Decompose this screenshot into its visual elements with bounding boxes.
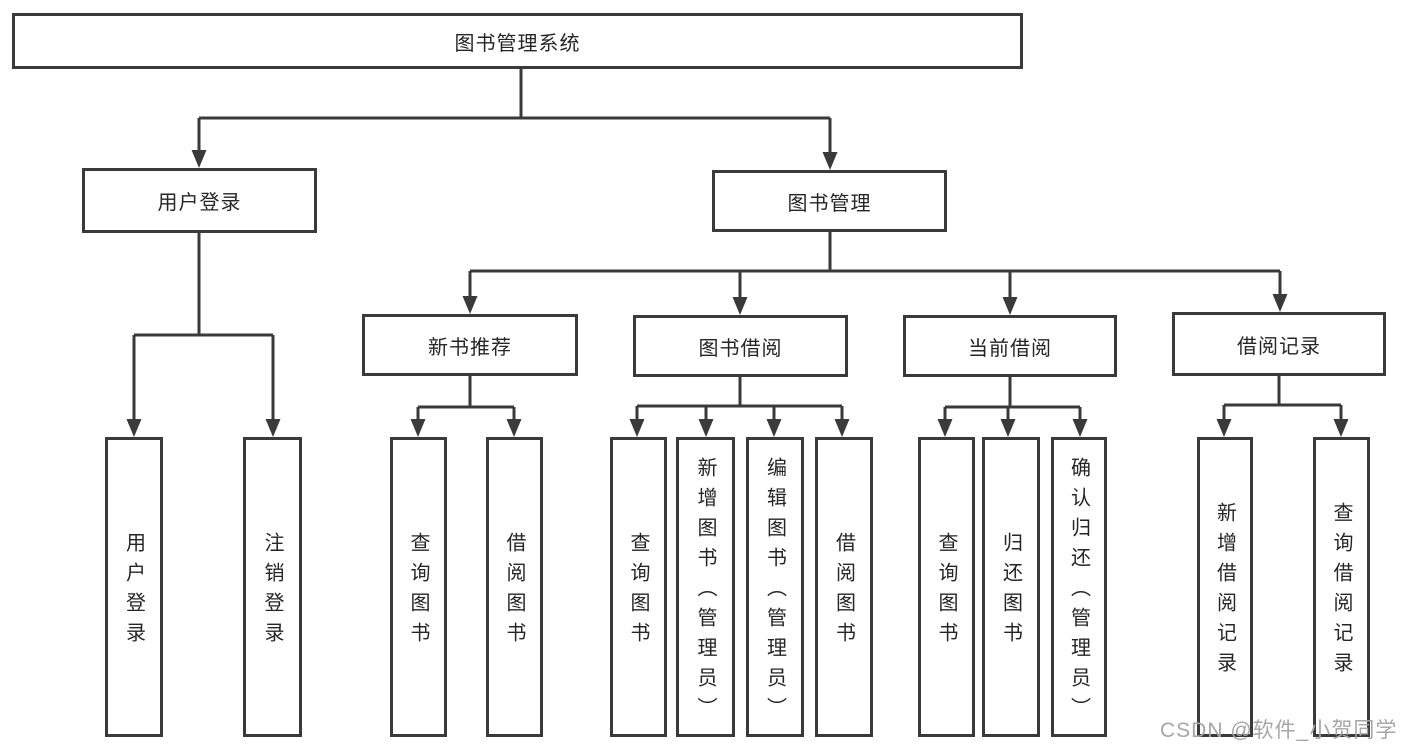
leaf-query-books-recommend: 查询图书 (390, 437, 447, 737)
node-current-borrowing: 当前借阅 (903, 315, 1117, 377)
leaf-add-borrow-record: 新增借阅记录 (1197, 437, 1253, 737)
leaf-return-book-label: 归还图书 (999, 532, 1022, 652)
leaf-edit-book-admin: 编辑图书（管理员） (746, 437, 804, 737)
leaf-add-book-admin-label: 新增图书（管理员） (694, 457, 716, 727)
leaf-query-borrow-record-label: 查询借阅记录 (1330, 502, 1352, 682)
leaf-query-books-current: 查询图书 (918, 437, 975, 737)
leaf-edit-book-admin-label: 编辑图书（管理员） (763, 457, 786, 727)
leaf-query-borrow-record: 查询借阅记录 (1313, 437, 1370, 737)
node-book-borrowing: 图书借阅 (633, 315, 848, 377)
leaf-user-login: 用户登录 (105, 437, 163, 737)
leaf-confirm-return-admin-label: 确认归还（管理员） (1067, 457, 1090, 727)
leaf-borrow-books-recommend-label: 借阅图书 (503, 532, 525, 652)
leaf-query-books-borrowing-label: 查询图书 (627, 532, 649, 652)
leaf-confirm-return-admin: 确认归还（管理员） (1051, 437, 1107, 737)
node-new-book-recommend: 新书推荐 (362, 314, 578, 376)
csdn-watermark: CSDN @软件_小贺同学 (1160, 719, 1398, 742)
leaf-user-login-label: 用户登录 (122, 532, 145, 652)
leaf-query-books-current-label: 查询图书 (935, 532, 957, 652)
node-book-management: 图书管理 (712, 170, 947, 232)
leaf-borrow-books-label: 借阅图书 (832, 532, 855, 652)
leaf-logout-label: 注销登录 (261, 532, 283, 652)
node-user-login: 用户登录 (82, 168, 317, 233)
leaf-return-book: 归还图书 (982, 437, 1040, 737)
leaf-borrow-books: 借阅图书 (815, 437, 873, 737)
node-borrow-records: 借阅记录 (1172, 312, 1386, 376)
leaf-add-book-admin: 新增图书（管理员） (676, 437, 735, 737)
leaf-query-books-recommend-label: 查询图书 (407, 532, 429, 652)
leaf-add-borrow-record-label: 新增借阅记录 (1213, 502, 1236, 682)
leaf-query-books-borrowing: 查询图书 (610, 437, 667, 737)
leaf-borrow-books-recommend: 借阅图书 (486, 437, 543, 737)
leaf-logout: 注销登录 (243, 437, 302, 737)
node-library-management-system: 图书管理系统 (12, 13, 1023, 69)
